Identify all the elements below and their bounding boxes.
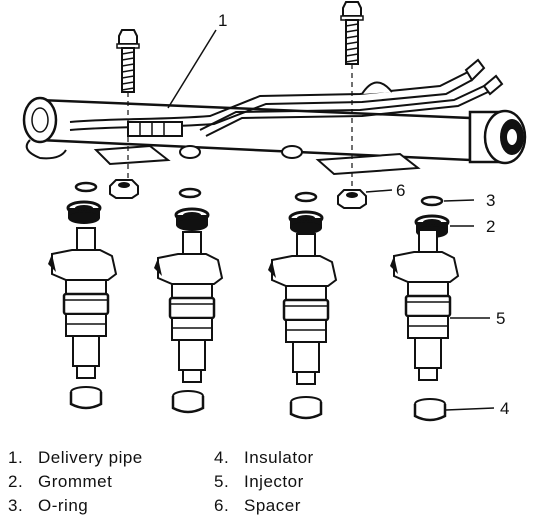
fuel-injector-exploded-diagram: 1 6 3 2 5 4: [22, 1, 527, 422]
o-ring-2: [178, 187, 202, 199]
injector-2: [152, 230, 224, 384]
bolt-right: [340, 1, 364, 65]
legend-item-6: 6. Spacer: [214, 496, 301, 516]
injector-4: [388, 228, 460, 382]
callout-2: 2: [486, 217, 495, 236]
o-ring-1: [74, 181, 98, 193]
callout-4: 4: [500, 399, 509, 418]
spacer-left: [109, 179, 139, 199]
o-ring-4: [420, 195, 444, 207]
injector-1: [46, 226, 118, 380]
callout-6: 6: [396, 181, 405, 200]
grommet-3: [288, 210, 324, 236]
legend-item-5: 5. Injector: [214, 472, 304, 492]
legend-label: Spacer: [244, 496, 301, 515]
callout-3: 3: [486, 191, 495, 210]
grommet-1: [66, 200, 102, 226]
legend-label: O-ring: [38, 496, 89, 515]
leader-lines: [167, 29, 495, 411]
legend-item-3: 3. O-ring: [8, 496, 88, 516]
legend-number: 2.: [8, 472, 24, 491]
insulator-1: [69, 385, 103, 410]
legend-item-1: 1. Delivery pipe: [8, 448, 143, 468]
legend-number: 1.: [8, 448, 24, 467]
insulator-3: [289, 395, 323, 420]
callout-1: 1: [218, 11, 227, 30]
legend-label: Injector: [244, 472, 304, 491]
injector-3: [266, 232, 338, 386]
legend-number: 3.: [8, 496, 24, 515]
insulator-2: [171, 389, 205, 414]
legend-label: Delivery pipe: [38, 448, 143, 467]
legend-number: 5.: [214, 472, 230, 491]
delivery-pipe: [22, 58, 527, 176]
legend-label: Grommet: [38, 472, 113, 491]
o-ring-3: [294, 191, 318, 203]
callout-5: 5: [496, 309, 505, 328]
insulator-4: [413, 397, 447, 422]
bolt-left: [116, 29, 140, 93]
legend-label: Insulator: [244, 448, 314, 467]
legend-number: 4.: [214, 448, 230, 467]
legend-number: 6.: [214, 496, 230, 515]
grommet-2: [174, 207, 210, 233]
legend-item-2: 2. Grommet: [8, 472, 112, 492]
legend-item-4: 4. Insulator: [214, 448, 314, 468]
spacer-right: [337, 189, 367, 209]
